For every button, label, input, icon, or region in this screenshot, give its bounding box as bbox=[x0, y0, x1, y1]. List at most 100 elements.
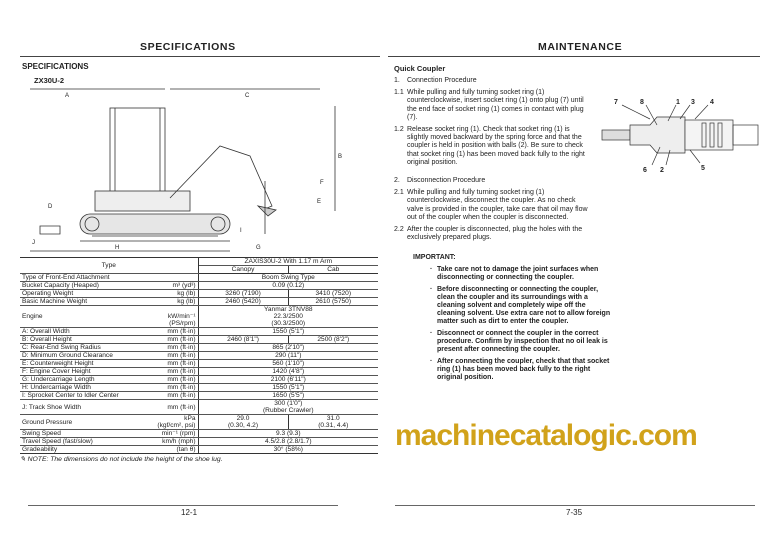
section-title: SPECIFICATIONS bbox=[22, 62, 89, 71]
row-value-cab: 2500 (8'2") bbox=[288, 335, 379, 344]
header-divider-right bbox=[388, 56, 760, 57]
step-text: Disconnection Procedure bbox=[407, 177, 486, 185]
specifications-table: Type ZAXIS30U-2 With 1.17 m Arm Canopy C… bbox=[20, 257, 379, 454]
important-title: IMPORTANT: bbox=[413, 254, 456, 261]
step-text: Release socket ring (1). Check that sock… bbox=[407, 126, 585, 166]
step-text: While pulling and fully turning socket r… bbox=[407, 89, 584, 121]
row-label: Travel Speed (fast/slow) bbox=[20, 437, 148, 446]
coupler-label-2: 2 bbox=[660, 167, 664, 174]
important-text: Before disconnecting or connecting the c… bbox=[437, 286, 611, 325]
important-item: ·Disconnect or connect the coupler in th… bbox=[430, 330, 613, 354]
table-header-row: Type ZAXIS30U-2 With 1.17 m Arm bbox=[20, 257, 379, 274]
row-label: Operating Weight bbox=[20, 289, 148, 298]
row-value: 560 (1'10") bbox=[198, 359, 379, 368]
row-label: Gradeability bbox=[20, 445, 148, 454]
step-text: While pulling and fully turning socket r… bbox=[407, 189, 588, 221]
row-unit: mm (ft·in) bbox=[148, 343, 199, 352]
footer-divider-left bbox=[28, 505, 338, 506]
watermark: machinecatalogic.com bbox=[395, 419, 698, 452]
table-row: Gradeability(tan θ)30° (58%) bbox=[20, 445, 379, 454]
row-value-cab: 2610 (5750) bbox=[288, 297, 379, 306]
dim-label-g: G bbox=[256, 245, 261, 251]
row-value: 0.09 (0.12) bbox=[198, 281, 379, 290]
page-number-left: 12-1 bbox=[181, 508, 198, 517]
important-text: Take care not to damage the joint surfac… bbox=[437, 266, 599, 281]
step-text: After the coupler is disconnected, plug … bbox=[407, 226, 583, 242]
row-label: I: Sprocket Center to Idler Center bbox=[20, 391, 148, 400]
row-value: 300 (1'0") (Rubber Crawler) bbox=[198, 399, 379, 415]
model-name: ZX30U-2 bbox=[34, 76, 65, 85]
left-page-header: SPECIFICATIONS bbox=[140, 41, 236, 53]
row-label: J: Track Shoe Width bbox=[20, 399, 148, 415]
important-item: · After connecting the coupler, check tha… bbox=[430, 358, 613, 382]
row-value: 1420 (4'8") bbox=[198, 367, 379, 376]
row-unit: (tan θ) bbox=[148, 445, 199, 454]
row-unit: kPa (kgf/cm², psi) bbox=[148, 414, 199, 430]
note: ✎ NOTE: The dimensions do not include th… bbox=[20, 456, 378, 464]
row-value-canopy: 29.0 (0.30, 4.2) bbox=[198, 414, 289, 430]
row-value-cab: 31.0 (0.31, 4.4) bbox=[288, 414, 379, 430]
row-unit: mm (ft·in) bbox=[148, 335, 199, 344]
row-label: A: Overall Width bbox=[20, 327, 148, 336]
row-label: D: Minimum Ground Clearance bbox=[20, 351, 148, 360]
note-text: NOTE: The dimensions do not include the … bbox=[27, 456, 223, 463]
variant-cab: Cab bbox=[288, 265, 379, 274]
dim-label-b: B bbox=[338, 154, 342, 160]
row-unit: mm (ft·in) bbox=[148, 383, 199, 392]
quick-coupler-procedure: Quick Coupler 1.Connection Procedure 1.1… bbox=[394, 64, 594, 242]
row-value: 290 (11") bbox=[198, 351, 379, 360]
row-unit: kg (lb) bbox=[148, 297, 199, 306]
row-unit: mm (ft·in) bbox=[148, 327, 199, 336]
step-num: 1.2 bbox=[394, 126, 404, 134]
row-value: 30° (58%) bbox=[198, 445, 379, 454]
excavator-dimension-drawing: A B C D E F G H I J bbox=[30, 88, 342, 252]
row-value: 9.3 (9.3) bbox=[198, 429, 379, 438]
table-row: Bucket Capacity (Heaped)m³ (yd³)0.09 (0.… bbox=[20, 281, 379, 290]
row-label: Bucket Capacity (Heaped) bbox=[20, 281, 148, 290]
row-label: E: Counterweight Height bbox=[20, 359, 148, 368]
specifications-block: Type ZAXIS30U-2 With 1.17 m Arm Canopy C… bbox=[20, 257, 379, 464]
dim-label-h: H bbox=[115, 245, 119, 251]
row-value-canopy: 3260 (7190) bbox=[198, 289, 289, 298]
row-unit bbox=[148, 273, 199, 282]
quick-coupler-diagram: 7 8 1 3 4 6 2 5 bbox=[601, 99, 759, 174]
row-unit: mm (ft·in) bbox=[148, 399, 199, 415]
row-value: Yanmar 3TNV88 22.3/2500 (30.3/2500) bbox=[198, 305, 379, 328]
dim-label-d: D bbox=[48, 204, 53, 210]
row-label: Basic Machine Weight bbox=[20, 297, 148, 306]
important-text: After connecting the coupler, check that… bbox=[437, 358, 610, 381]
bullet: · bbox=[430, 358, 433, 365]
row-value-canopy: 2460 (5420) bbox=[198, 297, 289, 306]
step-1: 1.Connection Procedure bbox=[394, 77, 594, 85]
important-item: ·Before disconnecting or connecting the … bbox=[430, 286, 613, 326]
table-variant-row: Canopy Cab bbox=[20, 265, 379, 274]
coupler-label-8: 8 bbox=[640, 99, 644, 106]
row-label: Engine bbox=[20, 305, 148, 328]
bullet: · bbox=[430, 330, 433, 337]
row-label: Swing Speed bbox=[20, 429, 148, 438]
important-item: ·Take care not to damage the joint surfa… bbox=[430, 266, 613, 282]
row-value: 4.5/2.8 (2.8/1.7) bbox=[198, 437, 379, 446]
type-header: Type bbox=[20, 257, 199, 274]
row-label: B: Overall Height bbox=[20, 335, 148, 344]
row-value: Boom Swing Type bbox=[198, 273, 379, 282]
row-unit: min⁻¹ (rpm) bbox=[148, 429, 199, 438]
row-value-cab: 3410 (7520) bbox=[288, 289, 379, 298]
dim-label-e: E bbox=[317, 199, 321, 205]
coupler-label-4: 4 bbox=[710, 99, 714, 106]
row-value-canopy: 2460 (8'1") bbox=[198, 335, 289, 344]
important-block: IMPORTANT: ·Take care not to damage the … bbox=[413, 254, 613, 382]
